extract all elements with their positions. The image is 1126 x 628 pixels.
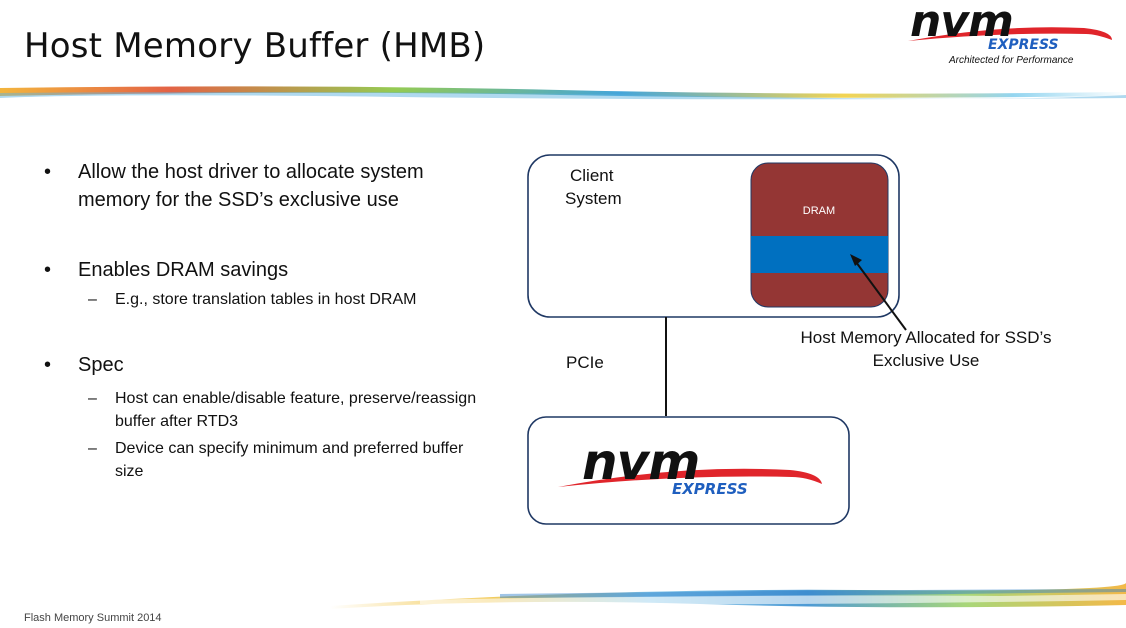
- sub-bullet-text: E.g., store translation tables in host D…: [115, 291, 417, 308]
- bullet-text: Enables DRAM savings: [78, 259, 289, 281]
- bullet-item: Allow the host driver to allocate system…: [44, 158, 484, 214]
- bullet-item: Spec: [44, 351, 484, 379]
- hmb-region: [751, 236, 888, 273]
- footer-stripe: [330, 583, 1126, 609]
- dram-label: DRAM: [803, 205, 835, 217]
- sub-bullet-text: Host can enable/disable feature, preserv…: [115, 390, 477, 430]
- client-label-line1: Client: [570, 166, 614, 185]
- logo-tagline: Architected for Performance: [949, 55, 1074, 66]
- header-stripe: [0, 86, 1126, 100]
- slide-footer: Flash Memory Summit 2014: [24, 612, 162, 624]
- logo-wordmark: nvm: [910, 0, 1013, 47]
- bullet-list: Allow the host driver to allocate system…: [44, 158, 484, 483]
- annotation-line2: Exclusive Use: [872, 351, 980, 370]
- logo-swoosh-red: [908, 27, 1112, 41]
- device-logo-swoosh-red: [558, 468, 822, 487]
- sub-bullet-item: Host can enable/disable feature, preserv…: [44, 387, 484, 433]
- pcie-label: PCIe: [566, 353, 604, 372]
- device-logo-wordmark: nvm: [582, 433, 699, 491]
- dram-module: [750, 162, 889, 308]
- bullet-text: Spec: [78, 354, 124, 376]
- sub-bullet-item: E.g., store translation tables in host D…: [44, 288, 484, 311]
- slide-title: Host Memory Buffer (HMB): [24, 26, 486, 66]
- nvme-logo-header: nvm EXPRESS: [908, 0, 1112, 53]
- sub-bullet-item: Device can specify minimum and preferred…: [44, 437, 484, 483]
- device-logo-subtext: EXPRESS: [672, 480, 748, 498]
- nvme-logo-device: nvm EXPRESS: [558, 433, 822, 498]
- sub-bullet-text: Device can specify minimum and preferred…: [115, 440, 464, 480]
- annotation-arrow: [850, 254, 907, 331]
- logo-subtext: EXPRESS: [988, 37, 1059, 53]
- bullet-item: Enables DRAM savings: [44, 256, 484, 284]
- annotation-line1: Host Memory Allocated for SSD’s: [800, 328, 1052, 347]
- client-label-line2: System: [565, 189, 622, 208]
- bullet-text: Allow the host driver to allocate system…: [78, 161, 424, 211]
